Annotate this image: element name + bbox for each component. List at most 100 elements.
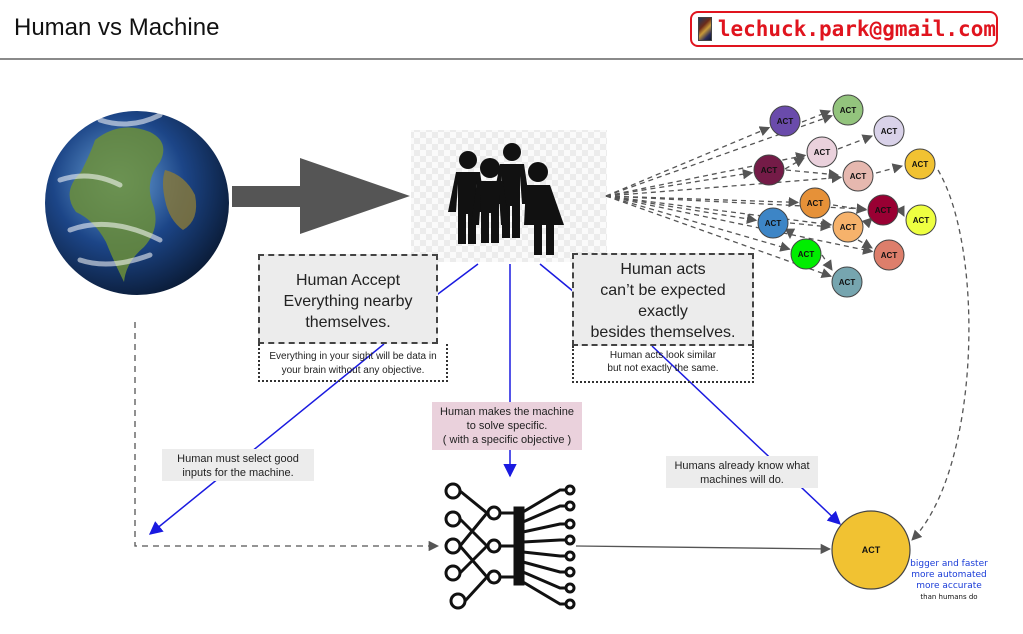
- act-node: ACT: [806, 136, 838, 168]
- fan-line: [605, 195, 758, 224]
- act-node-circle: [753, 154, 785, 186]
- blue-arrows: [148, 263, 841, 535]
- select-inputs-note: Human must select good inputs for the ma…: [162, 449, 314, 481]
- act-node-label: ACT: [807, 199, 824, 208]
- act-node-circle: [832, 211, 864, 243]
- accept-note-line: your brain without any objective.: [281, 365, 425, 376]
- fan-line: [605, 195, 791, 252]
- act-node-label: ACT: [912, 160, 929, 169]
- act-node: ACT: [757, 207, 789, 239]
- result-note: bigger and faster more automated more ac…: [905, 559, 993, 603]
- act-node: ACT: [790, 238, 822, 270]
- act-node-circle: [867, 194, 899, 226]
- fan-line: [605, 126, 771, 197]
- accept-line: Everything nearby: [283, 293, 413, 310]
- act-node-label: ACT: [881, 251, 898, 260]
- result-note-small: than humans do: [920, 593, 978, 601]
- earth-to-machine-line: [134, 322, 440, 552]
- avatar: [698, 17, 712, 41]
- machine-note-line: ( with a specific objective ): [442, 434, 572, 446]
- big-arrow: [232, 158, 410, 234]
- act-node-circle: [832, 94, 864, 126]
- select-note-line: inputs for the machine.: [182, 467, 294, 479]
- fan-line: [605, 195, 874, 255]
- machine-note: Human makes the machine to solve specifi…: [432, 402, 582, 450]
- fan-line: [605, 172, 843, 197]
- act-node-label: ACT: [839, 278, 856, 287]
- accept-note-line: Everything in your sight will be data in: [269, 351, 437, 362]
- act-node: ACT: [832, 211, 864, 243]
- act-node: ACT: [769, 105, 801, 137]
- result-act-label: ACT: [862, 545, 881, 555]
- act-node-label: ACT: [814, 148, 831, 157]
- accept-line: Human Accept: [295, 272, 401, 289]
- act-node-label: ACT: [881, 127, 898, 136]
- email-badge[interactable]: lechuck.park@gmail.com: [690, 11, 998, 47]
- act-node-links: [784, 109, 970, 541]
- act-node: ACT: [904, 148, 936, 180]
- act-node-label: ACT: [850, 172, 867, 181]
- fan-line: [605, 195, 833, 229]
- fan-line: [605, 169, 754, 197]
- act-node-label: ACT: [798, 250, 815, 259]
- acts-line: exactly: [638, 303, 688, 320]
- people-icon: [411, 130, 607, 262]
- act-node-circle: [757, 207, 789, 239]
- act-node-label: ACT: [913, 216, 930, 225]
- act-node: ACT: [842, 160, 874, 192]
- act-node: ACT: [831, 266, 863, 298]
- result-note-line: bigger and faster: [910, 559, 988, 569]
- act-node-circle: [790, 238, 822, 270]
- machine-note-line: to solve specific.: [466, 420, 548, 432]
- page-title: Human vs Machine: [14, 14, 220, 41]
- result-act-node: ACT: [831, 510, 911, 590]
- act-node-circle: [905, 204, 937, 236]
- act-nodes: ACT ACT ACT ACT ACT ACT ACT ACT ACT ACT ACT ACT ACT A…: [753, 94, 937, 298]
- act-node: ACT: [832, 94, 864, 126]
- act-node-circle: [873, 115, 905, 147]
- act-node-label: ACT: [761, 166, 778, 175]
- email-address[interactable]: lechuck.park@gmail.com: [717, 17, 996, 41]
- acts-note-line: but not exactly the same.: [607, 363, 719, 374]
- act-node: ACT: [873, 115, 905, 147]
- acts-line: can’t be expected: [600, 282, 726, 299]
- act-node-circle: [904, 148, 936, 180]
- act-node: ACT: [905, 204, 937, 236]
- accept-line: themselves.: [305, 314, 391, 331]
- know-note-line: machines will do.: [700, 474, 784, 486]
- result-note-line: more automated: [911, 570, 987, 580]
- act-node: ACT: [753, 154, 785, 186]
- know-note-line: Humans already know what: [674, 460, 810, 472]
- human-accept-box: Human Accept Everything nearby themselve…: [258, 254, 438, 344]
- act-node-circle: [799, 187, 831, 219]
- act-node-circle: [842, 160, 874, 192]
- act-node-circle: [831, 266, 863, 298]
- acts-line: besides themselves.: [590, 324, 736, 341]
- act-node: ACT: [873, 239, 905, 271]
- act-node-label: ACT: [840, 223, 857, 232]
- title-divider: [0, 58, 1023, 60]
- result-note-line: more accurate: [916, 581, 982, 591]
- accept-note: Everything in your sight will be data in…: [258, 344, 448, 382]
- act-node-label: ACT: [765, 219, 782, 228]
- machine-note-line: Human makes the machine: [440, 406, 574, 418]
- select-note-line: Human must select good: [177, 453, 299, 465]
- humans-know-note: Humans already know what machines will d…: [666, 456, 818, 488]
- act-node: ACT: [799, 187, 831, 219]
- act-node-circle: [806, 136, 838, 168]
- acts-line: Human acts: [620, 261, 706, 278]
- acts-note: Human acts look similar but not exactly …: [572, 346, 754, 383]
- act-node-label: ACT: [840, 106, 857, 115]
- neural-network-icon: [444, 482, 576, 610]
- act-node-circle: [769, 105, 801, 137]
- act-node-label: ACT: [777, 117, 794, 126]
- act-node-label: ACT: [875, 206, 892, 215]
- earth-icon: [45, 111, 229, 295]
- machine-to-act-line: [575, 543, 832, 555]
- act-node: ACT: [867, 194, 899, 226]
- fan-line: [605, 152, 807, 197]
- acts-note-line: Human acts look similar: [609, 350, 717, 361]
- act-node-circle: [873, 239, 905, 271]
- human-acts-box: Human acts can’t be expected exactly bes…: [572, 253, 754, 346]
